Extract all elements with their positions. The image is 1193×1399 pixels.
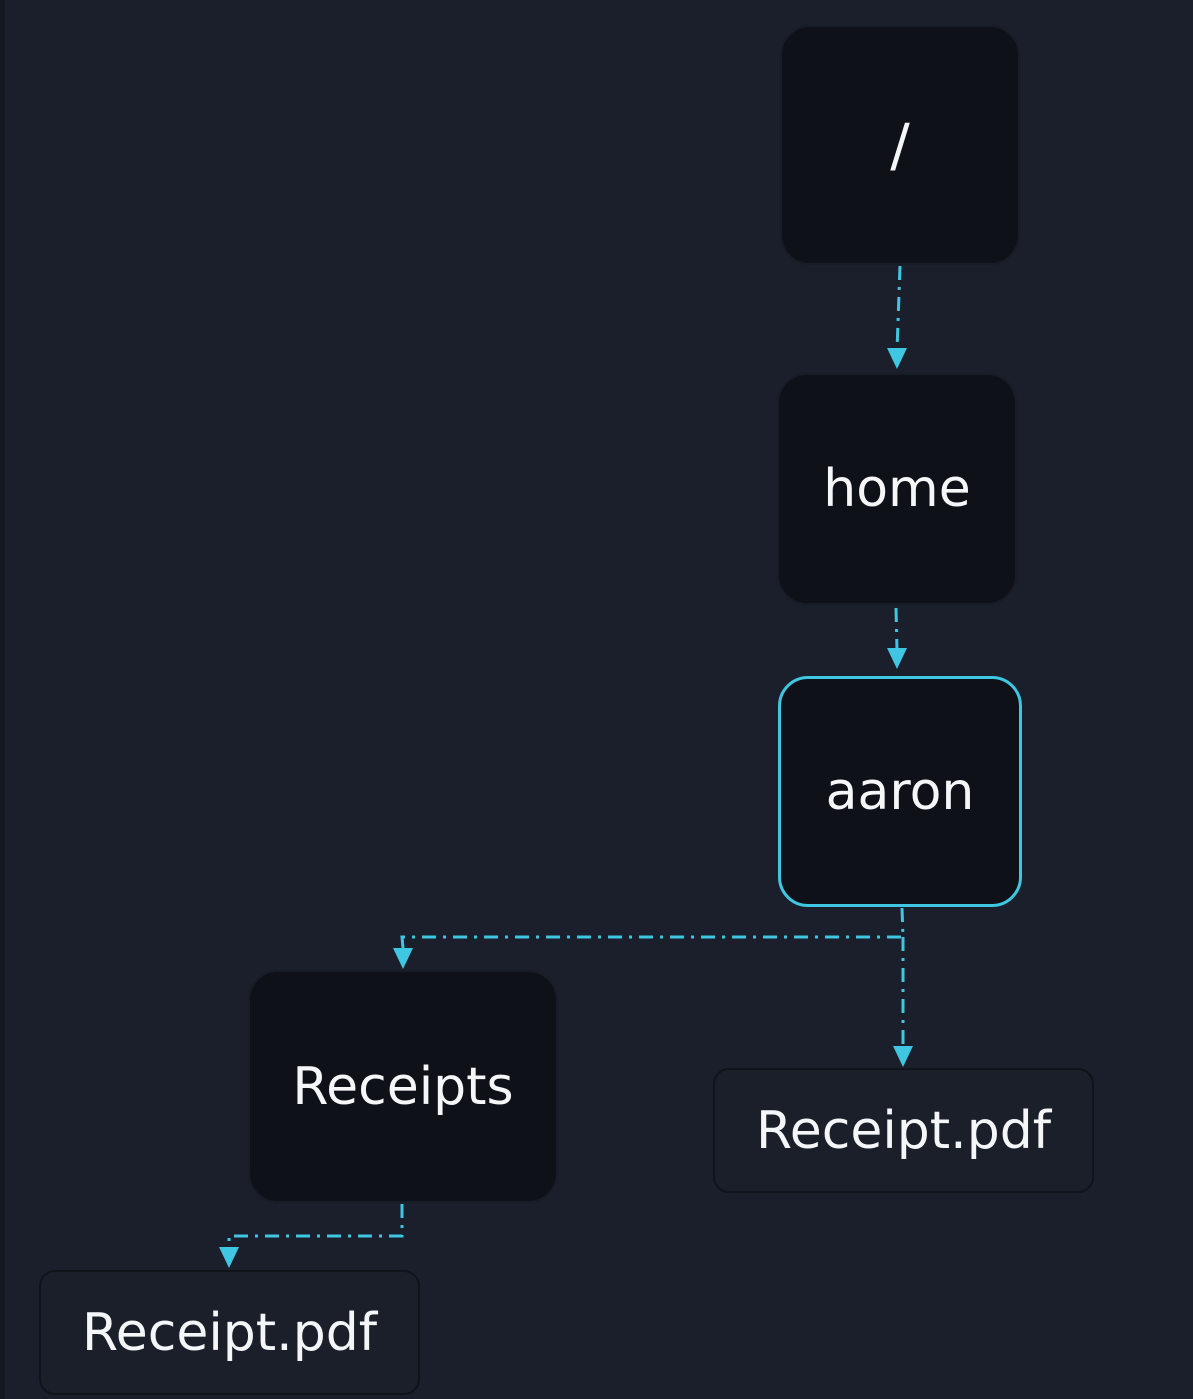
- node-home-label: home: [823, 459, 971, 519]
- edge-home-aaron: [894, 607, 899, 651]
- node-file-receipts-receipt-pdf[interactable]: Receipt.pdf: [39, 1270, 420, 1395]
- node-file-receipt-pdf[interactable]: Receipt.pdf: [713, 1068, 1094, 1193]
- arrowhead-receipts: [393, 948, 413, 969]
- node-root-label: /: [890, 111, 910, 179]
- node-home[interactable]: home: [777, 373, 1017, 605]
- arrowhead-file2: [219, 1247, 239, 1268]
- node-aaron-label: aaron: [825, 761, 975, 822]
- node-receipts[interactable]: Receipts: [248, 970, 558, 1203]
- edge-receipts-file2: [227, 1204, 404, 1248]
- edge-root-home: [895, 265, 902, 351]
- arrowhead-home: [887, 348, 907, 369]
- left-edge-strip: [0, 0, 5, 1399]
- node-file-receipts-receipt-pdf-label: Receipt.pdf: [81, 1302, 378, 1363]
- arrowhead-aaron: [887, 648, 907, 669]
- node-file-receipt-pdf-label: Receipt.pdf: [755, 1100, 1052, 1161]
- arrowhead-file1: [893, 1046, 913, 1067]
- node-root[interactable]: /: [780, 25, 1020, 265]
- node-aaron[interactable]: aaron: [778, 676, 1022, 907]
- node-receipts-label: Receipts: [292, 1056, 514, 1117]
- edge-aaron-receipts: [400, 907, 905, 949]
